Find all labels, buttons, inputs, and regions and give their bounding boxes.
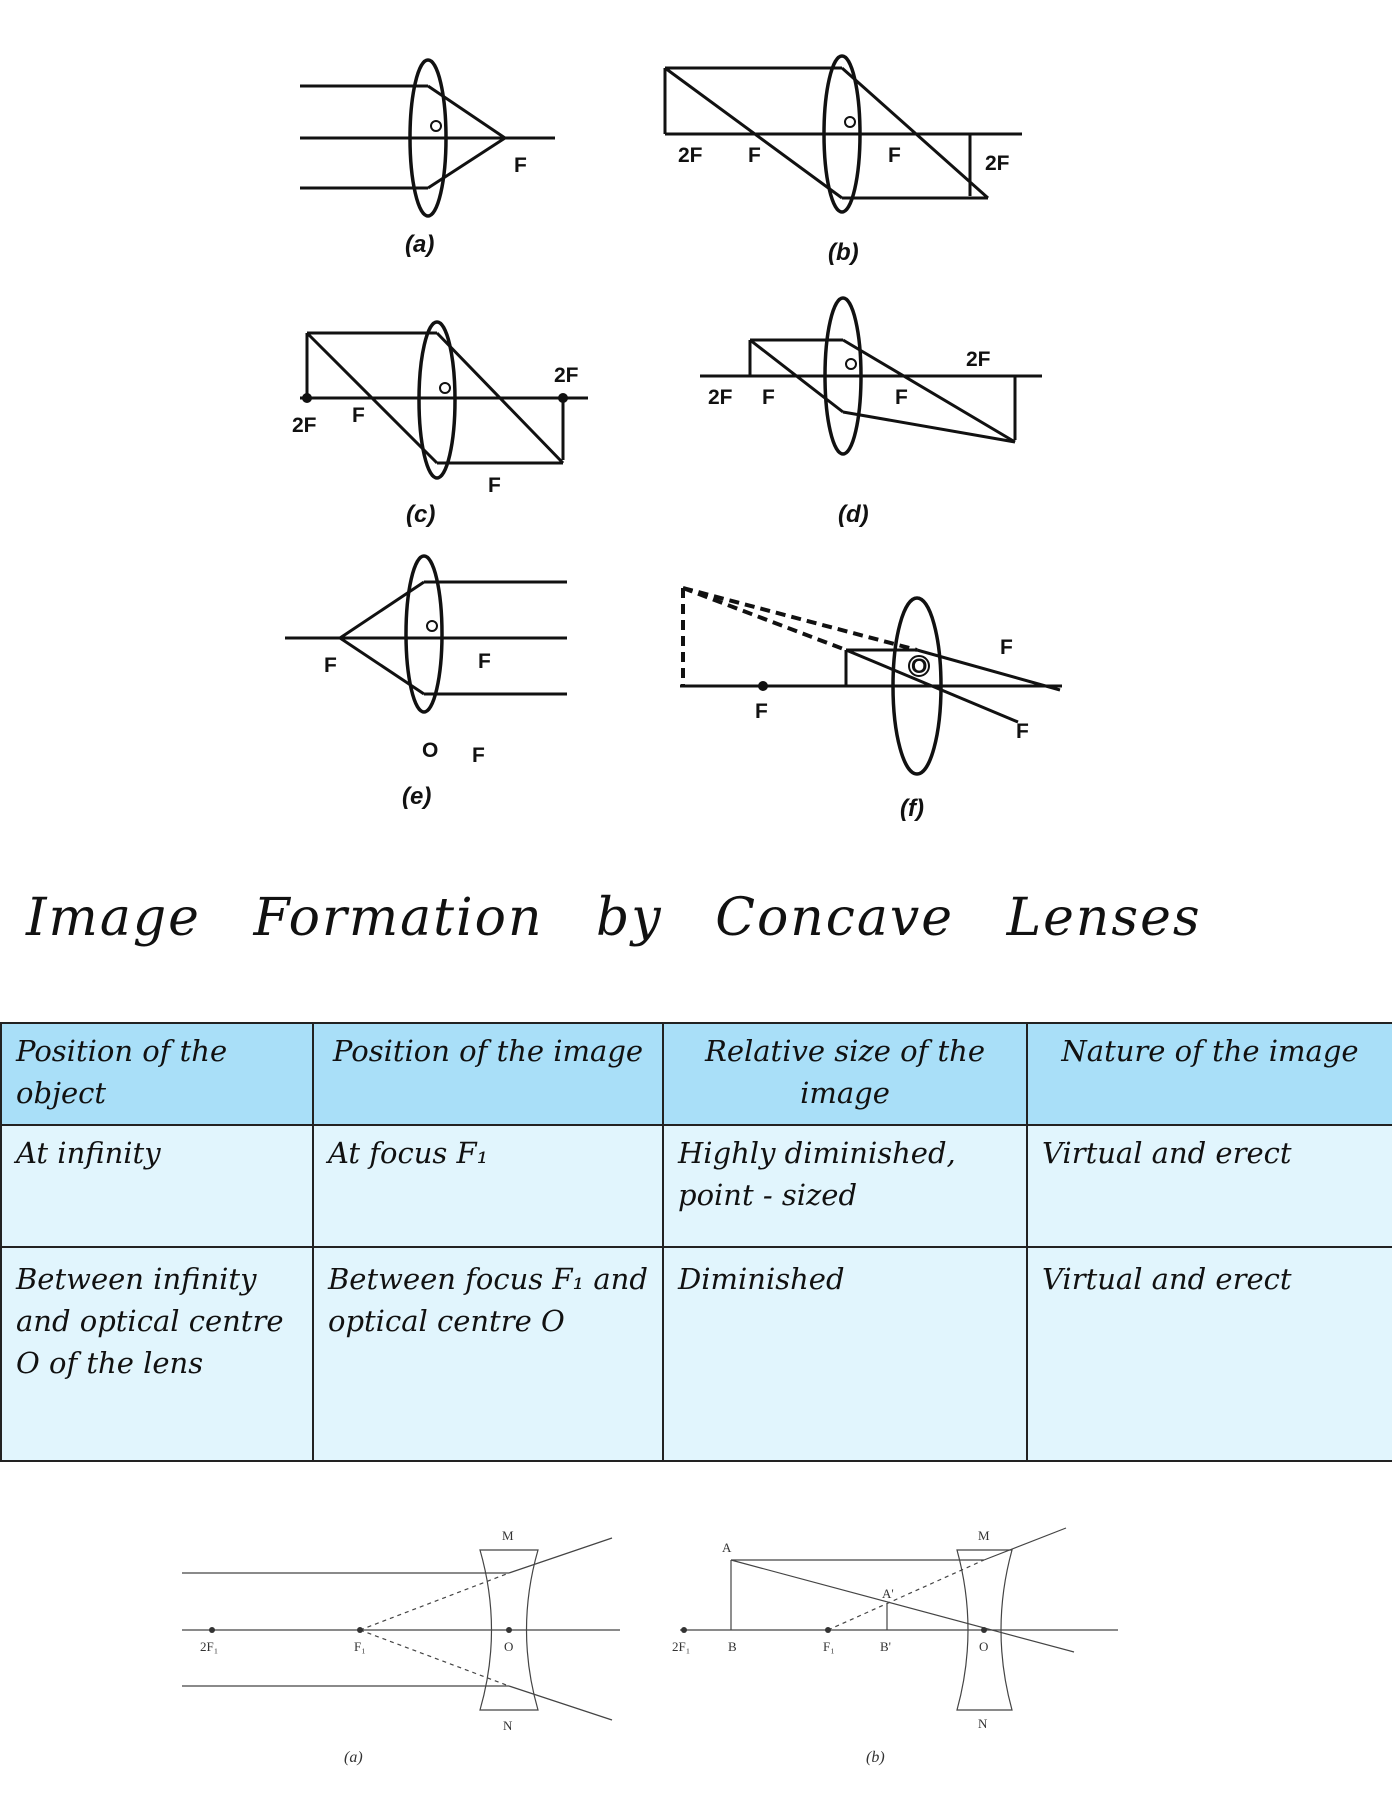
cell-image-position: At focus F₁ [312, 1124, 664, 1248]
label-b-2f-left: 2F [678, 144, 703, 167]
header-image-position: Position of the image [312, 1022, 664, 1126]
convex-diagrams: F (a) 2F F F 2F (b) 2F F 2F F (c) [285, 54, 1062, 822]
label-d-f-right: F [895, 386, 908, 409]
label-d-f-left: F [762, 386, 775, 409]
caption-c: (c) [406, 501, 435, 528]
label-c-f-left: F [352, 404, 365, 427]
label-e-f-left: F [324, 654, 337, 677]
label-concave-b-o: O [979, 1639, 988, 1654]
cell-relative-size: Diminished [662, 1246, 1028, 1462]
label-c-2f-left: 2F [292, 414, 317, 437]
label-b-f-left: F [748, 144, 761, 167]
diagram-d: 2F F F 2F (d) [700, 296, 1042, 528]
caption-e: (e) [402, 783, 431, 810]
label-concave-a-f1: F₁ [354, 1639, 366, 1654]
caption-concave-a: (a) [344, 1749, 363, 1766]
label-concave-a-o: O [504, 1639, 513, 1654]
label-concave-b-n: N [978, 1716, 988, 1731]
diagram-c: 2F F 2F F (c) [292, 320, 588, 528]
diagram-a: F (a) [300, 58, 555, 258]
header-object-position: Position of the object [0, 1022, 314, 1126]
label-concave-b-b-prime: B' [880, 1639, 891, 1654]
label-f-f-lower: F [1016, 720, 1029, 743]
label-e-f-right: F [478, 650, 491, 673]
header-relative-size: Relative size of the image [662, 1022, 1028, 1126]
label-concave-b-b: B [728, 1639, 737, 1654]
label-f-f-upper: F [1000, 636, 1013, 659]
label-concave-a-m: M [502, 1528, 514, 1543]
label-f-o: O [911, 655, 927, 678]
label-concave-b-2f1: 2F₁ [672, 1639, 690, 1654]
section-title: Image Formation by Concave Lenses [26, 888, 1202, 948]
label-concave-b-a: A [722, 1540, 732, 1555]
label-b-f-right: F [888, 144, 901, 167]
diagram-b: 2F F F 2F (b) [663, 54, 1022, 266]
table-header-row: Position of the object Position of the i… [0, 1022, 1392, 1126]
label-a-f: F [514, 154, 527, 177]
label-c-f-right: F [488, 474, 501, 497]
concave-lens-table: Position of the object Position of the i… [0, 1022, 1392, 1462]
concave-diagrams: M N 2F₁ F₁ O (a) A M A' 2F₁ B F₁ B' O N … [182, 1527, 1118, 1766]
label-concave-a-2f1: 2F₁ [200, 1639, 218, 1654]
label-concave-a-n: N [503, 1718, 513, 1733]
diagram-e: F F O F (e) [285, 554, 567, 810]
label-concave-b-a-prime: A' [882, 1586, 894, 1601]
label-concave-b-m: M [978, 1528, 990, 1543]
diagram-f: F F F O (f) [680, 586, 1062, 822]
label-c-2f-right: 2F [554, 364, 579, 387]
caption-d: (d) [838, 501, 869, 528]
label-d-2f-left: 2F [708, 386, 733, 409]
caption-a: (a) [405, 231, 434, 258]
cell-object-position: At infinity [0, 1124, 314, 1248]
label-f-f-left: F [755, 700, 768, 723]
label-d-2f-right: 2F [966, 348, 991, 371]
caption-f: (f) [900, 795, 924, 822]
cell-image-position: Between focus F₁ and optical centre O [312, 1246, 664, 1462]
table-row: Between infinity and optical centre O of… [0, 1246, 1392, 1462]
concave-diagram-b: A M A' 2F₁ B F₁ B' O N (b) [672, 1527, 1118, 1766]
cell-nature: Virtual and erect [1026, 1124, 1392, 1248]
concave-diagram-a: M N 2F₁ F₁ O (a) [182, 1528, 620, 1766]
label-concave-b-f1: F₁ [823, 1639, 835, 1654]
caption-b: (b) [828, 239, 859, 266]
label-e-f-bottom: F [472, 744, 485, 767]
label-e-o: O [422, 739, 438, 762]
caption-concave-b: (b) [866, 1749, 885, 1766]
header-nature: Nature of the image [1026, 1022, 1392, 1126]
label-b-2f-right: 2F [985, 152, 1010, 175]
cell-relative-size: Highly diminished, point - sized [662, 1124, 1028, 1248]
cell-object-position: Between infinity and optical centre O of… [0, 1246, 314, 1462]
cell-nature: Virtual and erect [1026, 1246, 1392, 1462]
table-row: At infinity At focus F₁ Highly diminishe… [0, 1124, 1392, 1248]
